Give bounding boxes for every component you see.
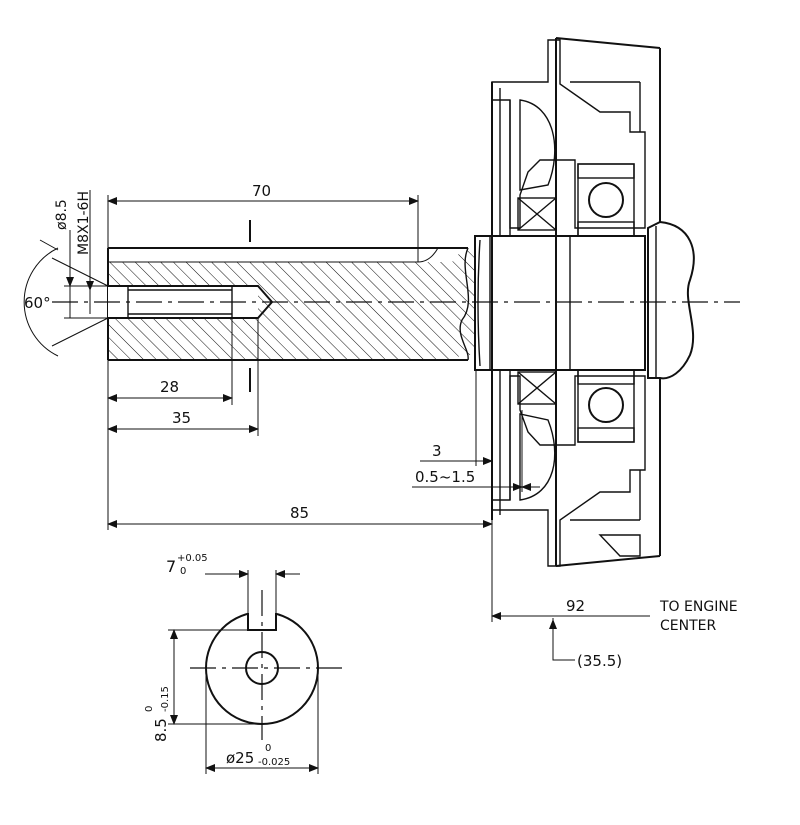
key-width-lower: 0	[180, 566, 186, 577]
oil-seal-top	[517, 197, 557, 231]
dim-gap-label: 0.5~1.5	[415, 468, 475, 486]
key-width-upper: +0.05	[177, 553, 208, 564]
housing-lower-hatch	[491, 375, 646, 567]
housing-right-wall	[555, 37, 661, 567]
dim-92-label: 92	[566, 597, 585, 615]
shaft-dia-lower: -0.025	[258, 757, 290, 768]
thread-minor-line	[127, 286, 233, 318]
key-depth-lower: -0.15	[160, 686, 171, 712]
dim-35-5-leader	[552, 618, 575, 661]
thread-label: M8X1-6H	[76, 191, 92, 255]
key-depth-label: 8.5	[152, 718, 170, 742]
crank-break	[647, 220, 695, 380]
shaft-dia-label: ø25	[226, 749, 254, 767]
crankcase-housing	[491, 37, 661, 567]
shaft-break-line	[459, 247, 470, 361]
dim-85-label: 85	[290, 504, 309, 522]
key-width-label: 7	[166, 557, 176, 576]
housing-inner-line	[570, 81, 641, 521]
dim-28-label: 28	[160, 378, 179, 396]
shaft-top-line	[108, 247, 439, 263]
dim-35-5-label: (35.5)	[577, 652, 622, 670]
key-depth-upper: 0	[144, 706, 155, 712]
dim-35-label: 35	[172, 409, 191, 427]
angle-arc	[23, 247, 59, 357]
seal-cavity-top	[519, 99, 556, 191]
note-engine-center-1: TO ENGINE	[659, 599, 738, 615]
angle-label: 60°	[24, 294, 51, 312]
hole-dia-label: ø8.5	[54, 199, 70, 230]
seal-cavity-bottom	[519, 413, 556, 501]
dim-3-label: 3	[432, 442, 442, 460]
shaft-cross-section: 7 +0.05 0 8.5 0 -0.15 ø25 0 -0.025	[144, 553, 345, 774]
flange-face-inner	[499, 88, 511, 515]
note-engine-center-2: CENTER	[660, 618, 716, 634]
dimensions-side: 70 28 35 85 3 0.5~1.5 92 TO ENGINE CENTE…	[23, 182, 738, 670]
housing-upper-hatch	[491, 39, 646, 229]
shaft-side-view	[52, 220, 740, 392]
ball-bearing-top	[577, 163, 635, 237]
oil-seal-bottom	[517, 371, 557, 405]
shaft-lower-hatch	[108, 250, 475, 360]
dim-70-label: 70	[252, 182, 271, 200]
ball-bearing-bottom	[577, 369, 635, 443]
shaft-dia-upper: 0	[265, 743, 271, 754]
housing-foot	[598, 534, 641, 557]
shaft-journal	[474, 235, 646, 371]
journal-edge	[477, 236, 571, 370]
keyway-cut	[248, 608, 276, 630]
